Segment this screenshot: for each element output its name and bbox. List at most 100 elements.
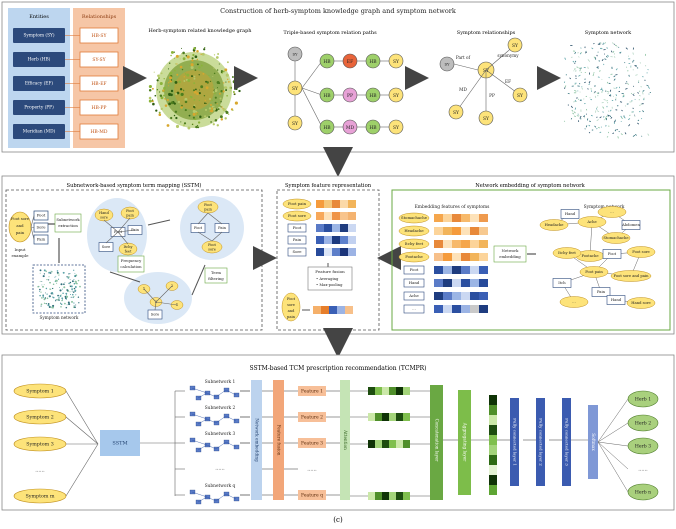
- triple-sy-end-node-label: SY: [393, 59, 400, 65]
- net-mini-dot: [51, 306, 54, 309]
- emb-net-label: Hand sore: [631, 301, 650, 305]
- feature-box: [298, 490, 326, 500]
- feat-stripe: [348, 248, 356, 256]
- net-dot: [570, 45, 573, 46]
- feat-stripe: [332, 248, 340, 256]
- kg-dot: [193, 99, 196, 101]
- net-dot: [641, 135, 643, 137]
- net-dot: [578, 98, 580, 100]
- net-mini-dot: [45, 303, 47, 305]
- net-dot: [609, 94, 612, 97]
- net-dot: [603, 63, 605, 66]
- net-mini-dot: [40, 303, 43, 306]
- subnet-link: [225, 389, 237, 396]
- kg-dot: [152, 102, 155, 106]
- caption-c: (c): [333, 516, 343, 524]
- net-mini-dot: [72, 291, 75, 293]
- emb-node: [403, 291, 425, 301]
- net-mini-dot: [41, 284, 43, 286]
- net-mini-dot: [65, 298, 67, 300]
- kg-dot: [203, 95, 206, 97]
- net-mini-dot: [40, 291, 42, 293]
- net-mini-dot: [63, 283, 65, 286]
- green-feat-cell: [375, 413, 382, 421]
- net-dot: [620, 117, 624, 119]
- net-dot: [573, 92, 577, 94]
- relationship-label: HB-SY: [92, 33, 108, 39]
- net-mini-dot: [39, 269, 42, 272]
- net-dot: [611, 100, 614, 101]
- net-dot: [626, 83, 630, 85]
- net-mini-dot: [67, 291, 69, 292]
- agg-vector-cell: [489, 465, 497, 475]
- net-mini-dot: [58, 275, 60, 277]
- net-dot: [589, 97, 591, 99]
- emb-net-node: [552, 278, 572, 288]
- relationship-label: HB-PP: [92, 105, 107, 111]
- sub2-edge: [197, 212, 209, 225]
- net-dot: [620, 133, 623, 136]
- net-dot: [577, 85, 580, 87]
- net-dot: [574, 51, 576, 55]
- net-dot: [573, 101, 576, 103]
- net-dot: [606, 47, 608, 49]
- net-mini-dot: [69, 285, 72, 288]
- net-dot: [642, 76, 644, 78]
- symptom-network-label: Symptom network: [40, 315, 79, 320]
- feat-node: [287, 223, 307, 233]
- entity-box: [13, 124, 65, 139]
- kg-dot: [181, 53, 183, 55]
- kg-dot: [208, 74, 210, 77]
- kg-dot: [171, 72, 173, 74]
- sub2-node: [214, 223, 230, 233]
- kg-dot: [188, 114, 191, 117]
- kg-dot: [177, 100, 181, 104]
- net-dot: [584, 72, 586, 73]
- kg-dot: [212, 86, 214, 88]
- kg-dot: [174, 80, 178, 84]
- kg-dot: [156, 79, 159, 82]
- kg-dot: [193, 75, 196, 78]
- subnetwork-label: Subnetwork 3: [205, 432, 236, 437]
- net-dot: [611, 42, 615, 45]
- emb-net-label: Itch: [558, 281, 566, 285]
- sub1-node: [120, 206, 140, 220]
- emb-net-label: Abdomen: [621, 223, 640, 227]
- net-dot: [648, 86, 650, 89]
- freq-calc-l1: Frequency: [121, 258, 142, 263]
- kg-dot: [198, 92, 201, 95]
- kg-dot: [216, 69, 219, 71]
- net-mini-dot: [55, 279, 58, 282]
- kg-dot: [220, 90, 223, 93]
- sub2-label: Foot: [194, 226, 203, 230]
- feat-node: [282, 198, 312, 210]
- attention-label: Attention: [343, 429, 348, 450]
- net-dot: [643, 98, 645, 101]
- entity-label: Herb (HB): [28, 58, 51, 63]
- net-dot: [603, 99, 606, 101]
- net-mini-dot: [73, 282, 76, 285]
- net-mini-dot: [51, 271, 53, 273]
- net-dot: [588, 61, 591, 63]
- kg-dot: [198, 89, 201, 91]
- net-mini-dot: [74, 306, 76, 309]
- kg-dot: [200, 85, 204, 89]
- emb-net-label: Stomachache: [603, 236, 628, 240]
- net-dot: [642, 97, 645, 100]
- kg-dot: [204, 99, 206, 102]
- net-dot: [580, 71, 582, 73]
- net-mini-dot: [62, 292, 64, 294]
- green-feat-cell: [403, 413, 410, 421]
- kg-dot: [202, 72, 205, 75]
- triple-hb-node-label: HB: [323, 125, 331, 131]
- emb-net-node: [577, 216, 607, 228]
- input-term-line1: Foot sore: [11, 216, 30, 221]
- kg-dot: [232, 109, 234, 111]
- net-mini-dot: [64, 282, 66, 283]
- net-dot: [640, 86, 642, 88]
- kg-dot: [217, 108, 220, 111]
- net-dot: [609, 89, 612, 92]
- kg-dot: [198, 66, 201, 69]
- net-mini-dot: [39, 290, 41, 292]
- feat-stripe: [324, 212, 332, 220]
